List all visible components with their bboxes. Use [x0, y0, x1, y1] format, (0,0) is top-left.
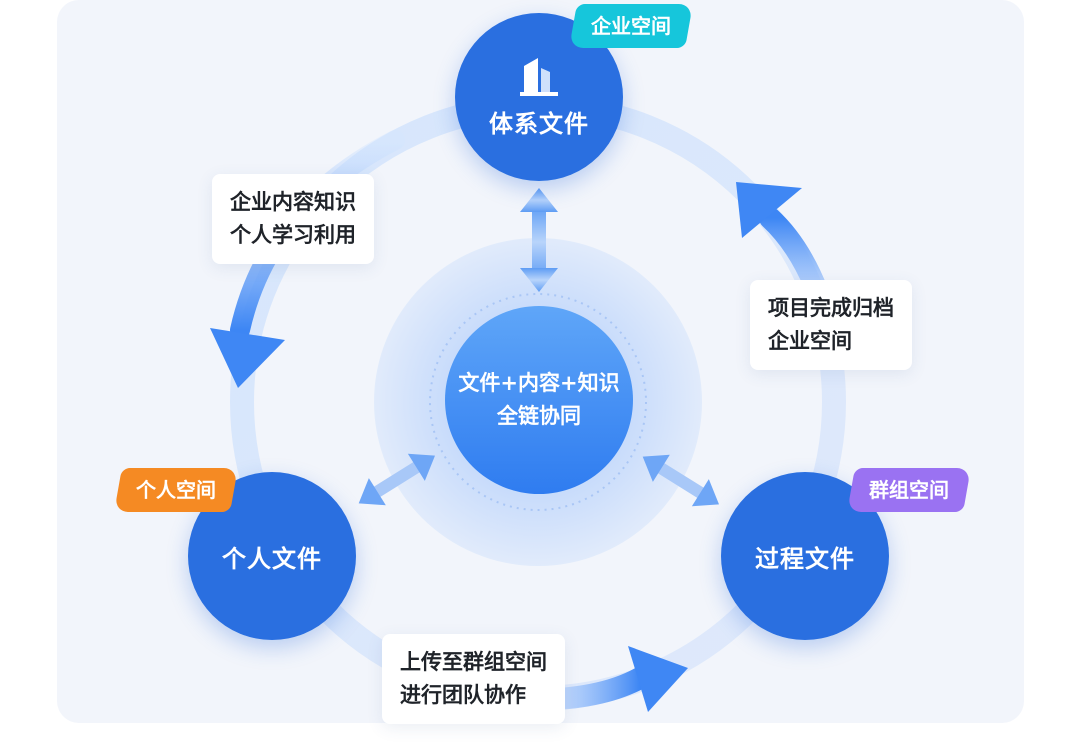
flow-card-right-top: 项目完成归档 企业空间: [750, 280, 912, 370]
flow-arrowhead-top-left: [210, 328, 285, 388]
node-personal-files-label: 个人文件: [222, 544, 322, 573]
center-line2: 全链协同: [497, 404, 581, 428]
node-system-files-label: 体系文件: [489, 109, 589, 138]
center-dotted-ring: [429, 293, 647, 511]
double-arrow-left: [358, 453, 436, 506]
flow-arrowhead-left-right: [628, 646, 688, 712]
tag-enterprise-space: 企业空间: [569, 4, 693, 48]
flow-card-top-left: 企业内容知识 个人学习利用: [212, 174, 374, 264]
flow-arrowhead-right-top: [736, 182, 802, 238]
node-process-files-label: 过程文件: [755, 544, 855, 573]
building-icon: [520, 57, 558, 96]
center-line1: 文件+内容+知识: [458, 371, 620, 395]
double-arrow-right: [642, 454, 720, 507]
center-hub: 文件+内容+知识 全链协同: [445, 306, 633, 494]
tag-personal-space: 个人空间: [114, 468, 238, 512]
double-arrow-top: [520, 188, 558, 292]
tag-group-space: 群组空间: [847, 468, 971, 512]
flow-card-left-right: 上传至群组空间 进行团队协作: [382, 634, 565, 724]
